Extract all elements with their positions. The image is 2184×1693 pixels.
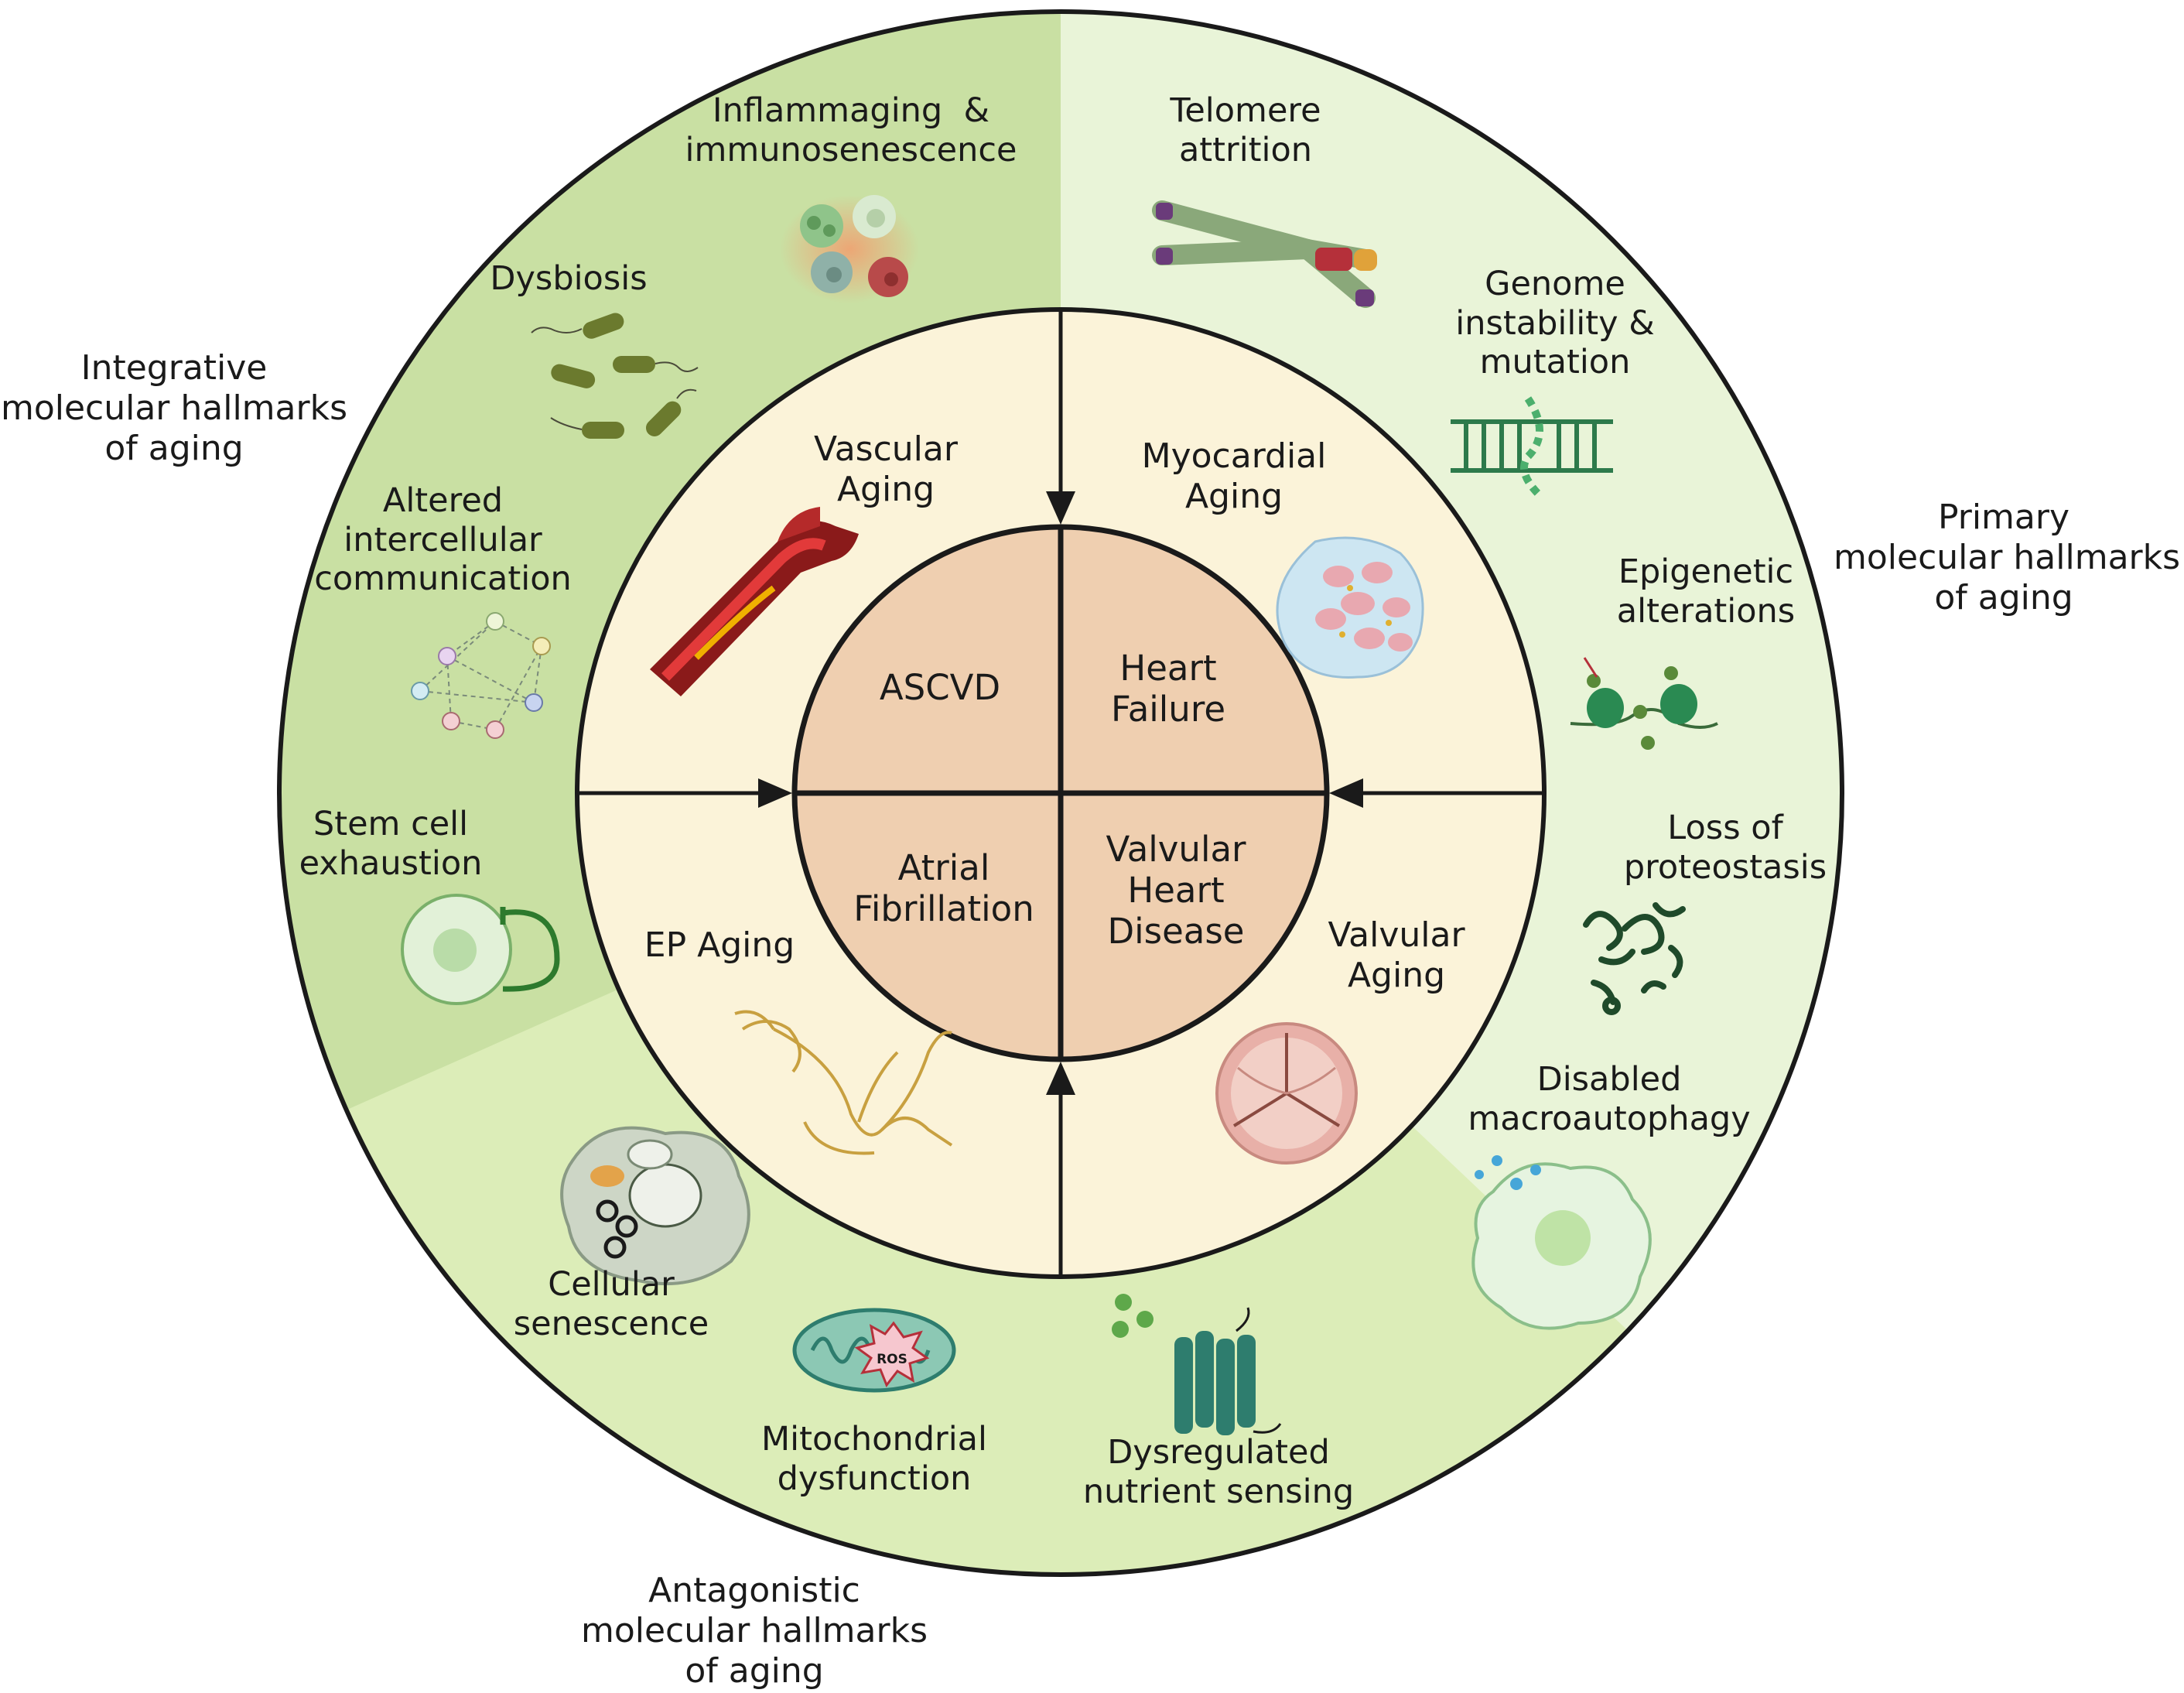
- senescence-line-1: Cellular: [548, 1265, 675, 1304]
- network-icon: [411, 612, 551, 739]
- senescence-label: Cellular senescence: [495, 1265, 727, 1343]
- ep-aging-label: EP Aging: [627, 925, 812, 966]
- integrative-line-3: of aging: [104, 428, 244, 468]
- immune-cells-icon: [780, 195, 919, 303]
- inflammaging-line-2: immunosenescence: [685, 130, 1017, 169]
- conduction-system-icon: [734, 1010, 953, 1155]
- autophagy-line-1: Disabled: [1536, 1060, 1682, 1099]
- telomere-line-2: attrition: [1178, 130, 1313, 169]
- bacteria-icon: [531, 313, 699, 439]
- outer-circle: [277, 9, 1844, 1577]
- proteostasis-line-2: proteostasis: [1623, 847, 1827, 887]
- telomere-label: Telomere attrition: [1122, 91, 1369, 169]
- autophagy-label: Disabled macroautophagy: [1454, 1060, 1764, 1138]
- chromosome-icon: [1152, 200, 1377, 308]
- genome-line-2: instability &: [1455, 303, 1655, 343]
- genome-line-3: mutation: [1479, 343, 1631, 382]
- mitochondrial-line-1: Mitochondrial: [761, 1420, 987, 1459]
- valvular-aging-label: Valvular Aging: [1307, 915, 1485, 996]
- heart-valve-icon: [1215, 1022, 1358, 1165]
- genome-label: Genome instability & mutation: [1439, 265, 1671, 382]
- nutrient-line-1: Dysregulated: [1107, 1433, 1330, 1472]
- primary-line-2: molecular hallmarks: [1834, 537, 2181, 577]
- arrow-right: [1329, 778, 1543, 808]
- genome-line-1: Genome: [1485, 265, 1625, 303]
- ascvd-line-1: ASCVD: [879, 667, 1001, 708]
- intercellular-line-3: communication: [314, 559, 572, 599]
- arrow-bottom: [1046, 1062, 1075, 1275]
- primary-line-1: Primary: [1937, 498, 2070, 537]
- dysbiosis-line-1: Dysbiosis: [490, 259, 648, 298]
- valvular-line-1: Valvular: [1328, 915, 1465, 955]
- heart-failure-line-2: Failure: [1110, 689, 1226, 730]
- mitochondrial-label: Mitochondrial dysfunction: [743, 1420, 1006, 1498]
- ros-label: ROS: [877, 1352, 907, 1367]
- inflammaging-label: Inflammaging & immunosenescence: [673, 91, 1029, 169]
- integrative-group-label: Integrative molecular hallmarks of aging: [0, 348, 348, 469]
- valvular-line-2: Aging: [1347, 955, 1446, 995]
- autophagy-cell-icon: [1471, 1155, 1652, 1330]
- telomere-line-1: Telomere: [1170, 91, 1321, 130]
- senescent-cell-icon: [560, 1126, 750, 1286]
- vascular-aging-label: Vascular Aging: [774, 429, 998, 510]
- antagonistic-line-3: of aging: [685, 1650, 824, 1691]
- arrow-top: [1046, 311, 1075, 525]
- primary-line-3: of aging: [1934, 577, 2073, 617]
- primary-group-label: Primary molecular hallmarks of aging: [1834, 498, 2181, 618]
- antagonistic-line-2: molecular hallmarks: [580, 1610, 928, 1650]
- nutrient-label: Dysregulated nutrient sensing: [1079, 1433, 1358, 1511]
- ep-line-1: EP Aging: [644, 925, 795, 965]
- antagonistic-group-label: Antagonistic molecular hallmarks of agin…: [576, 1571, 932, 1691]
- stemcell-line-2: exhaustion: [299, 843, 483, 883]
- proteostasis-line-1: Loss of: [1667, 809, 1783, 847]
- vascular-line-1: Vascular: [814, 429, 958, 469]
- proteostasis-label: Loss of proteostasis: [1617, 809, 1834, 887]
- nucleosome-icon: [1570, 657, 1718, 750]
- stemcell-line-1: Stem cell: [313, 805, 469, 843]
- atrial-line-2: Fibrillation: [853, 888, 1034, 930]
- valvular-disease-line-3: Disease: [1107, 911, 1245, 953]
- vascular-line-2: Aging: [836, 469, 935, 509]
- heart-failure-label: Heart Failure: [1083, 648, 1253, 730]
- ascvd-label: ASCVD: [843, 667, 1037, 708]
- myocardial-line-2: Aging: [1184, 476, 1283, 516]
- integrative-line-2: molecular hallmarks: [0, 388, 348, 428]
- arrow-left: [579, 778, 792, 808]
- mitochondrion-icon: ROS: [792, 1308, 956, 1393]
- protein-aggregate-icon: [1583, 902, 1686, 1015]
- atrial-fibrillation-label: Atrial Fibrillation: [828, 847, 1060, 929]
- mitochondrial-line-2: dysfunction: [777, 1459, 972, 1498]
- dna-ladder-icon: [1451, 396, 1613, 498]
- epigenetic-label: Epigenetic alterations: [1594, 552, 1818, 631]
- myocardial-tissue-icon: [1276, 536, 1424, 679]
- integrative-line-1: Integrative: [80, 348, 268, 388]
- epigenetic-line-2: alterations: [1616, 591, 1796, 631]
- autophagy-line-2: macroautophagy: [1468, 1099, 1751, 1138]
- valvular-disease-line-2: Heart: [1127, 870, 1225, 911]
- valvular-disease-line-1: Valvular: [1106, 829, 1246, 870]
- stem-cell-icon: [401, 894, 560, 1005]
- intercellular-label: Altered intercellular communication: [306, 481, 580, 599]
- myocardial-line-1: Myocardial: [1141, 436, 1327, 476]
- intercellular-line-2: intercellular: [343, 520, 542, 559]
- blood-vessel-icon: [650, 507, 859, 696]
- intercellular-line-1: Altered: [382, 481, 504, 520]
- nutrient-line-2: nutrient sensing: [1082, 1472, 1355, 1511]
- valvular-heart-disease-label: Valvular Heart Disease: [1075, 829, 1277, 952]
- inflammaging-line-1: Inflammaging &: [712, 91, 990, 130]
- stemcell-label: Stem cell exhaustion: [286, 805, 495, 883]
- heart-failure-line-1: Heart: [1119, 648, 1217, 689]
- dysbiosis-label: Dysbiosis: [472, 259, 665, 299]
- atrial-line-1: Atrial: [897, 847, 990, 888]
- senescence-line-2: senescence: [513, 1304, 709, 1343]
- antagonistic-line-1: Antagonistic: [648, 1571, 860, 1610]
- receptor-icon: [1112, 1294, 1282, 1435]
- myocardial-aging-label: Myocardial Aging: [1114, 436, 1354, 517]
- epigenetic-line-1: Epigenetic: [1618, 552, 1794, 591]
